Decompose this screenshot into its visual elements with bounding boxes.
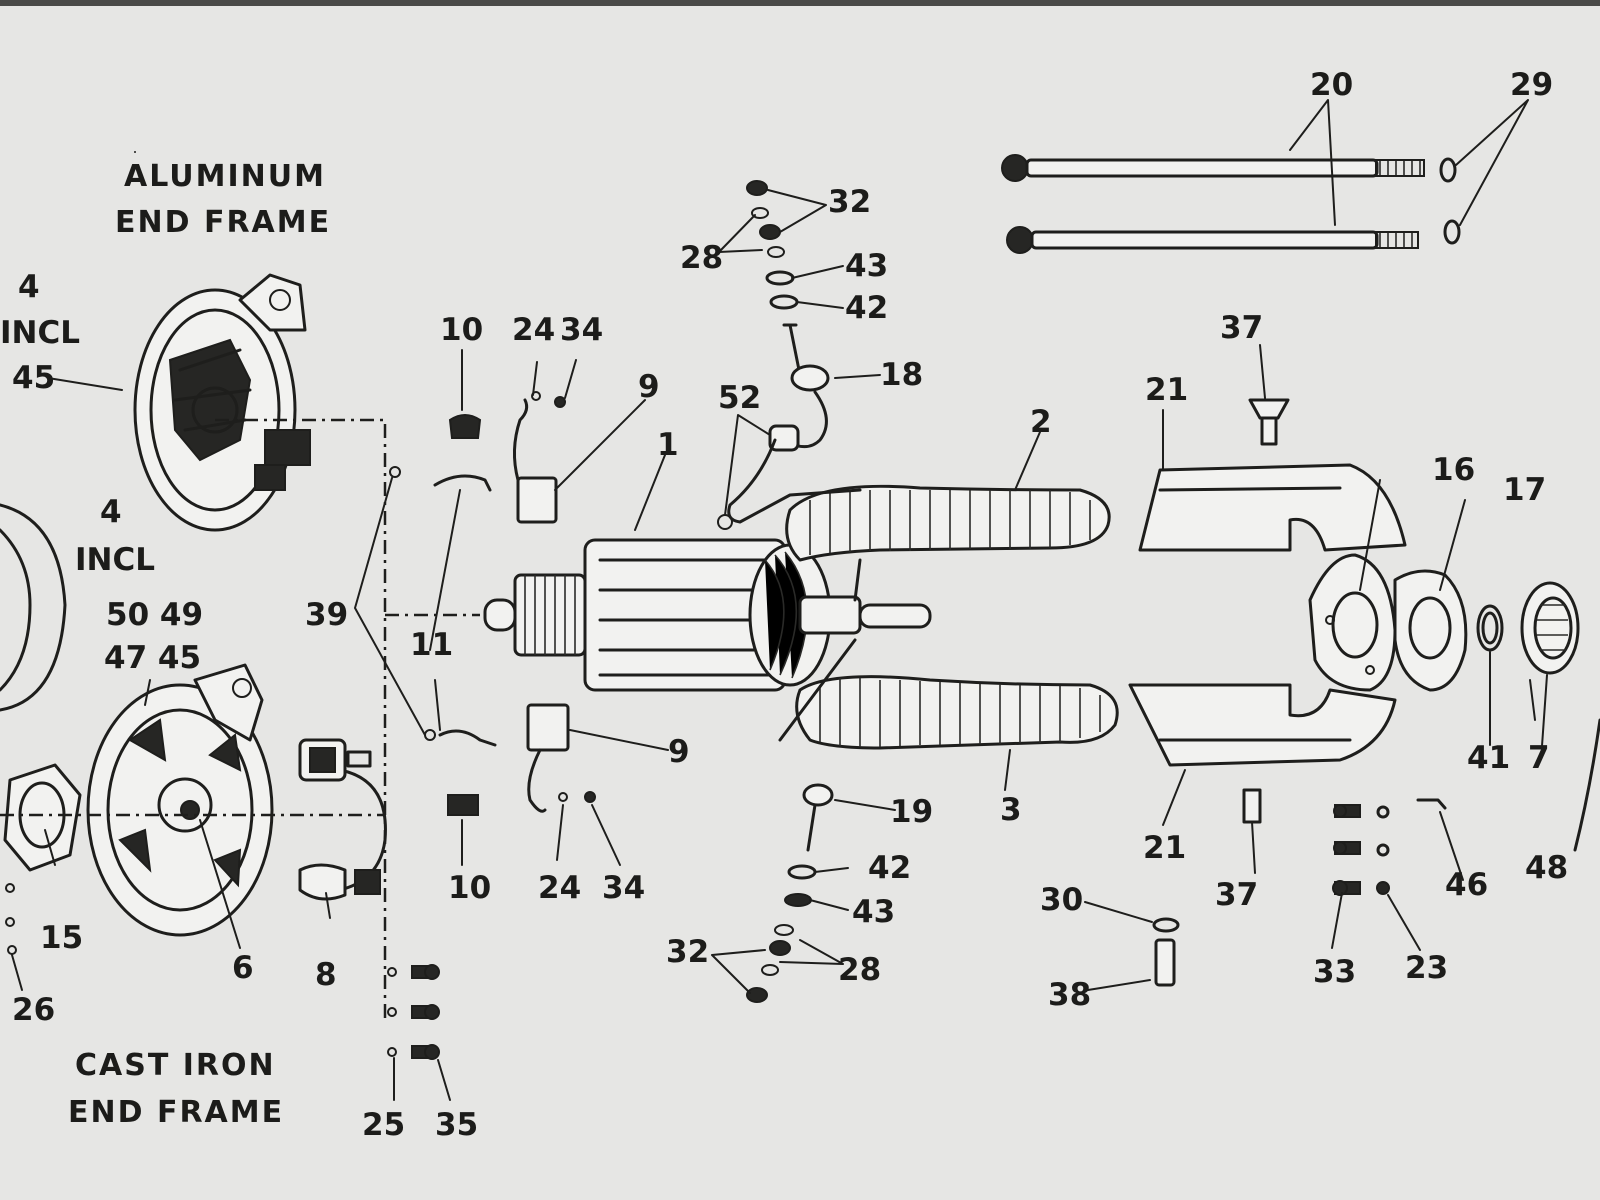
- callout-10-upper: 10: [440, 312, 483, 348]
- part-callout-numbers: 1 2 3 6 7 8 9 9 10 10 11 15 16 17 18 19 …: [12, 67, 1568, 1143]
- drive-housing-edge: [1573, 718, 1600, 852]
- callout-10-lower: 10: [448, 870, 491, 906]
- callout-8: 8: [315, 957, 337, 993]
- field-coil-upper-drawing: [785, 484, 1111, 562]
- field-frame-edge: [0, 503, 67, 712]
- aluminum-end-frame-drawing: [133, 273, 311, 532]
- incl-note-b-line2: INCL: [75, 542, 155, 578]
- callout-28-upper: 28: [680, 240, 723, 276]
- callout-34-lower: 34: [602, 870, 645, 906]
- callout-35: 35: [435, 1107, 478, 1143]
- pole-shoe-screw-upper: [1248, 398, 1290, 420]
- callout-16: 16: [1432, 452, 1475, 488]
- callout-37-lower: 37: [1215, 877, 1258, 913]
- cast-iron-end-frame-title-line1: CAST IRON: [75, 1048, 276, 1083]
- callout-15: 15: [40, 920, 83, 956]
- drive-end-plates-drawing: [1308, 553, 1580, 692]
- callout-7: 7: [1528, 740, 1550, 776]
- aluminum-end-frame-title-line2: END FRAME: [115, 205, 331, 240]
- gasket-drawing: [3, 763, 82, 872]
- callout-34-upper: 34: [560, 312, 603, 348]
- callout-32-lower: 32: [666, 934, 709, 970]
- field-coil-lower-drawing: [795, 675, 1119, 750]
- callout-41: 41: [1467, 740, 1510, 776]
- armature-drawing: [483, 538, 932, 692]
- callout-18: 18: [880, 357, 923, 393]
- through-bolts-drawing: [1001, 154, 1461, 254]
- callout-46: 46: [1445, 867, 1488, 903]
- callout-24-lower: 24: [538, 870, 581, 906]
- callout-25: 25: [362, 1107, 405, 1143]
- callout-37-upper: 37: [1220, 310, 1263, 346]
- callout-19: 19: [890, 794, 933, 830]
- callout-32-upper: 32: [828, 184, 871, 220]
- cast-iron-end-frame-drawing: [86, 663, 274, 937]
- callout-21-lower: 21: [1143, 830, 1186, 866]
- brush-springs-and-brushes-drawing: [389, 391, 596, 816]
- lock-washer-30: [1152, 917, 1180, 933]
- callout-21-upper: 21: [1145, 372, 1188, 408]
- callout-33: 33: [1313, 954, 1356, 990]
- callout-43-upper: 43: [845, 248, 888, 284]
- callout-3: 3: [1000, 792, 1022, 828]
- incl-note-a-line2: INCL: [0, 315, 80, 351]
- callout-29: 29: [1510, 67, 1553, 103]
- callout-42-lower: 42: [868, 850, 911, 886]
- terminal-washers-lower-drawing: [746, 783, 834, 1003]
- callout-48: 48: [1525, 850, 1568, 886]
- top-edge-band: [0, 0, 1600, 6]
- end-frame-captions: ALUMINUM END FRAME CAST IRON END FRAME 4…: [0, 159, 331, 1130]
- aluminum-end-frame-title-line1: ALUMINUM: [124, 159, 326, 194]
- field-coil-leads: [778, 558, 862, 742]
- cast-iron-end-frame-title-line2: END FRAME: [68, 1095, 284, 1130]
- incl-note-b-line1: 4: [100, 494, 122, 530]
- callout-1: 1: [657, 427, 679, 463]
- callout-28-lower: 28: [838, 952, 881, 988]
- leader-lines: [11, 99, 1548, 1101]
- screw-38: [1154, 938, 1176, 987]
- brush-holder-drawing: [298, 738, 387, 901]
- incl-note-c-line2: 47 45: [104, 640, 201, 676]
- field-frame-inner-edge: [0, 528, 32, 692]
- screws-33-nuts-23-drawing: [1332, 798, 1447, 896]
- terminal-washers-upper-drawing: [746, 180, 799, 310]
- callout-17: 17: [1503, 472, 1546, 508]
- callout-11: 11: [410, 627, 453, 663]
- callout-23: 23: [1405, 950, 1448, 986]
- callout-43-lower: 43: [852, 894, 895, 930]
- callout-38: 38: [1048, 977, 1091, 1013]
- callout-42-upper: 42: [845, 290, 888, 326]
- callout-39: 39: [305, 597, 348, 633]
- callout-24-upper: 24: [512, 312, 555, 348]
- incl-note-a-line1: 4: [18, 269, 40, 305]
- callout-52: 52: [718, 380, 761, 416]
- callout-2: 2: [1030, 404, 1052, 440]
- terminal-stud-drawing: [717, 323, 862, 530]
- callout-6: 6: [232, 950, 254, 986]
- callout-26: 26: [12, 992, 55, 1028]
- incl-note-a-line3: 45: [12, 360, 55, 396]
- callout-20: 20: [1310, 67, 1353, 103]
- screws-25-35-drawing: [387, 964, 440, 1060]
- callout-9-lower: 9: [668, 734, 690, 770]
- pole-shoe-upper-drawing: [1138, 463, 1407, 552]
- callout-9-upper: 9: [638, 369, 660, 405]
- incl-note-c-line1: 50 49: [106, 597, 203, 633]
- pole-shoe-screw-lower: [1242, 788, 1262, 824]
- callout-30: 30: [1040, 882, 1083, 918]
- pole-shoe-lower-drawing: [1128, 683, 1397, 767]
